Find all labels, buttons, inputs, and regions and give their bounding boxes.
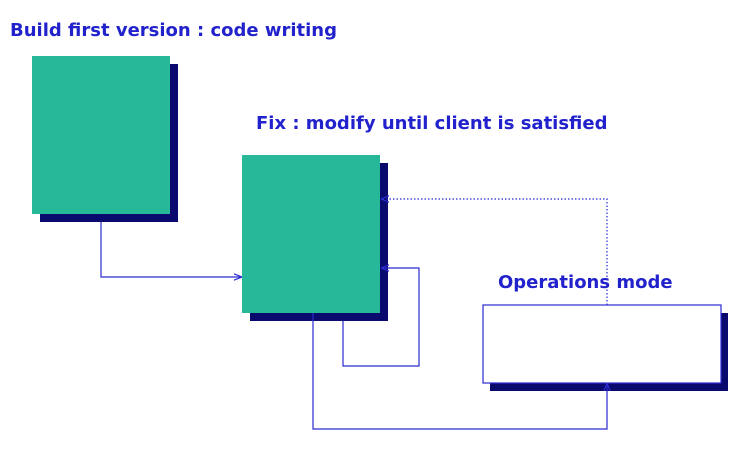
fix-loop-arrow	[342, 268, 420, 367]
fix-phase-label: Fix : modify until client is satisfied	[256, 113, 608, 134]
operations-box	[482, 304, 722, 384]
build-box	[32, 56, 170, 214]
build-to-fix-arrow	[100, 222, 242, 277]
fix-box	[242, 155, 380, 313]
fix-to-operations-arrow	[312, 313, 607, 430]
build-phase-label: Build first version : code writing	[10, 20, 337, 41]
operations-phase-label: Operations mode	[498, 272, 673, 293]
operations-feedback-arrow	[381, 199, 608, 305]
